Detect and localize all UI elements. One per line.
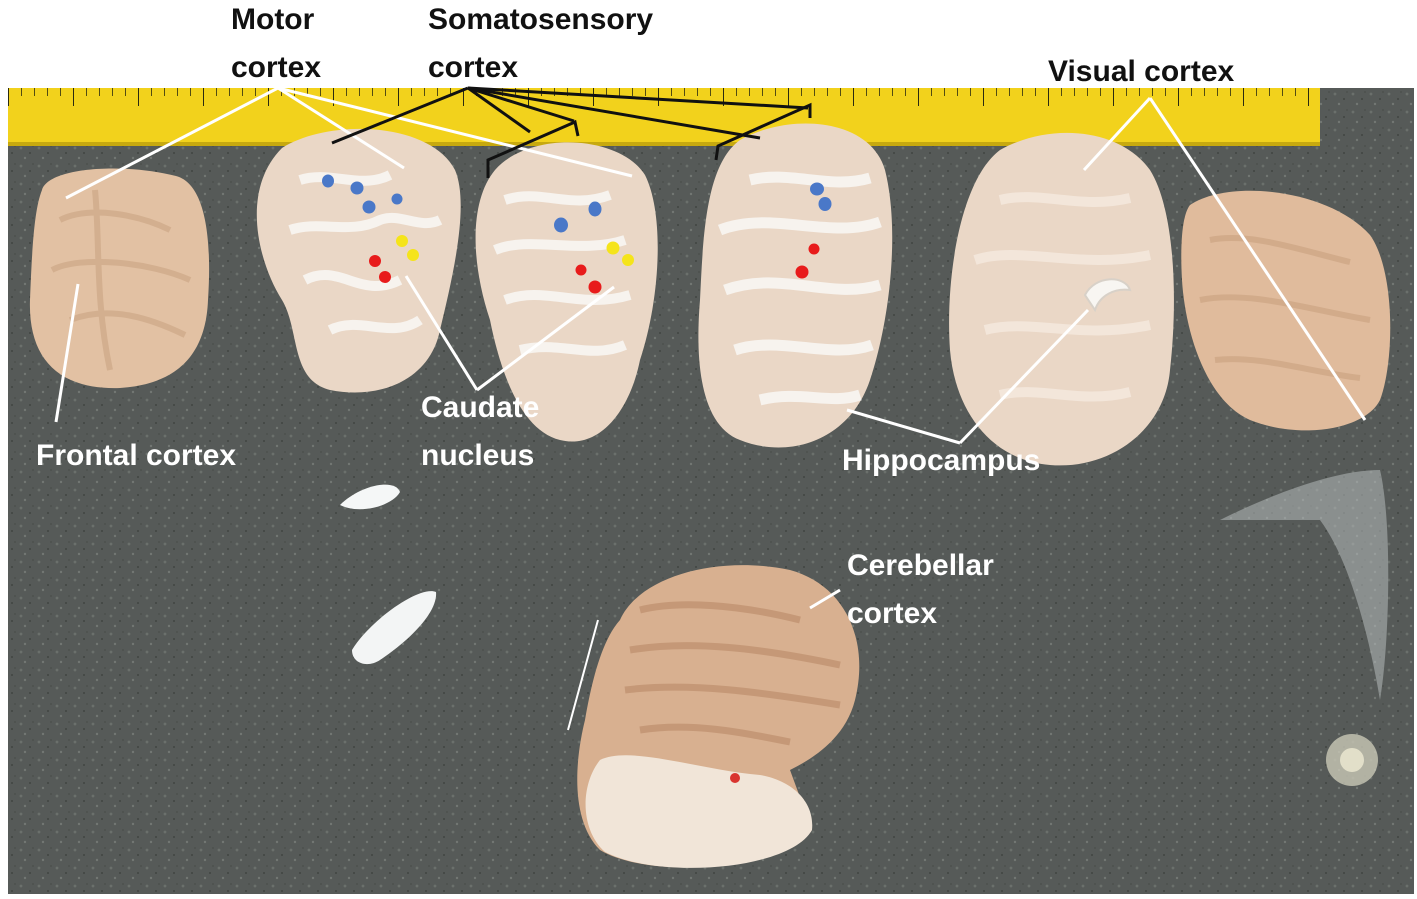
red-marker: [588, 280, 602, 294]
hippocampus-structure: [1083, 278, 1132, 313]
red-marker: [795, 265, 809, 279]
motor-cortex-label: Motor cortex: [231, 3, 322, 84]
sampling-markers: [322, 174, 832, 294]
visual-cortex-label: Visual cortex: [1048, 55, 1235, 88]
motor-cortex-leaders: [65, 86, 633, 200]
frontal-cortex-label: Frontal cortex: [36, 439, 237, 472]
blue-marker: [810, 182, 824, 196]
blue-marker: [322, 174, 334, 188]
yellow-marker: [407, 249, 419, 261]
visual-cortex-leaders: [1082, 96, 1367, 421]
caudate-nucleus-leaders: [404, 275, 615, 392]
frontal-cortex-leader: [54, 283, 80, 423]
cerebellar-cortex-label: Cerebellar cortex: [847, 549, 994, 630]
visual-cortex-tissue: [1181, 190, 1391, 431]
somatosensory-cortex-label: Somatosensory cortex: [428, 3, 654, 84]
hippocampus-leaders: [846, 308, 1090, 445]
yellow-marker: [396, 235, 408, 247]
blue-marker: [391, 193, 403, 205]
caudate-nucleus-label: Caudate nucleus: [421, 391, 540, 472]
blue-marker: [818, 197, 832, 211]
red-marker: [369, 255, 381, 267]
somatosensory-cortex-leaders: [331, 86, 812, 178]
brain-section-2: [475, 142, 658, 442]
yellow-marker: [606, 241, 620, 255]
blue-marker: [362, 200, 376, 214]
blue-marker: [588, 201, 602, 217]
yellow-marker: [622, 254, 634, 266]
red-marker: [379, 271, 391, 283]
blue-marker: [350, 181, 364, 195]
brain-section-4: [949, 132, 1174, 466]
red-marker: [575, 264, 587, 276]
glare-mid: [352, 591, 437, 665]
red-marker: [808, 243, 820, 255]
hippocampus-label: Hippocampus: [842, 444, 1041, 477]
cerebellar-cortex-leader: [809, 588, 841, 610]
glare-left: [340, 484, 400, 510]
frontal-cortex-tissue: [29, 168, 210, 389]
brainstem-tissue: [585, 755, 813, 868]
blue-marker: [554, 217, 568, 233]
